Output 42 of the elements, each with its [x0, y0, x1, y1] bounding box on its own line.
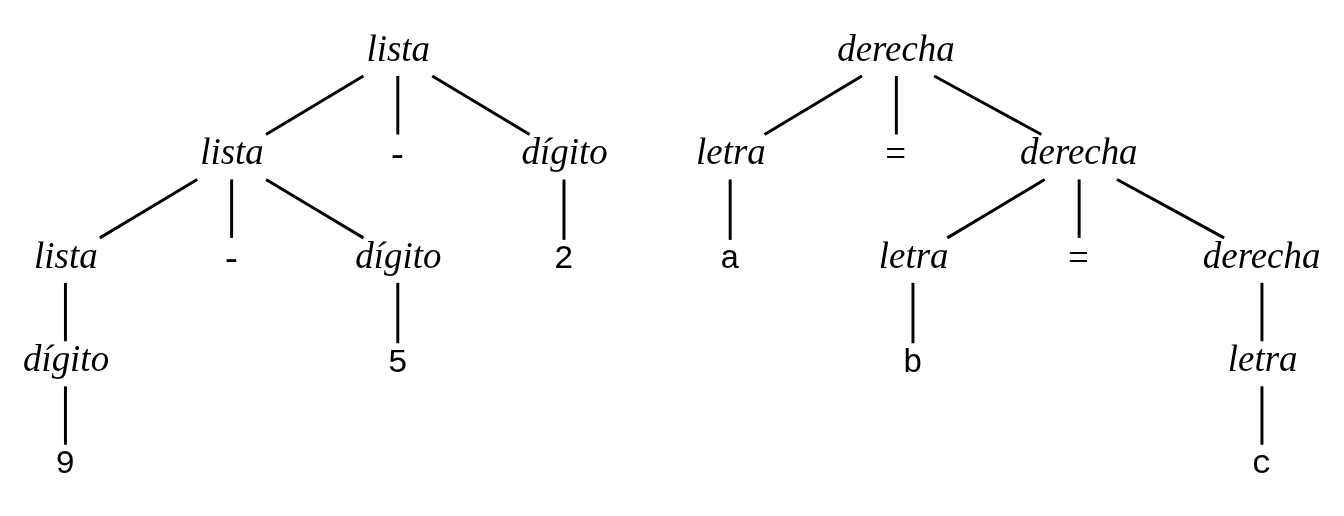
node-text: =	[1068, 236, 1089, 278]
node-text: 5	[387, 343, 408, 382]
connector	[396, 75, 400, 134]
node-text: dígito	[355, 234, 442, 276]
node-text: b	[902, 343, 923, 382]
connector	[1260, 282, 1264, 341]
node-text: lista	[34, 234, 98, 276]
node-text: derecha	[1202, 234, 1321, 276]
connector	[230, 178, 234, 238]
connector	[63, 282, 67, 341]
node-text: -	[391, 132, 404, 174]
connector	[728, 178, 732, 240]
node-text: letra	[1227, 337, 1298, 379]
connector	[396, 282, 400, 343]
node-text: c	[1251, 444, 1272, 483]
node-text: lista	[200, 130, 264, 172]
node-text: a	[720, 239, 740, 278]
node-text: dígito	[521, 130, 608, 172]
connector	[1077, 178, 1081, 238]
node-text: letra	[696, 130, 766, 172]
connector	[911, 282, 915, 343]
node-text: =	[885, 132, 907, 174]
connector	[894, 75, 898, 134]
node-text: -	[225, 236, 238, 278]
node-text: derecha	[837, 27, 955, 69]
node-text: derecha	[1020, 130, 1138, 172]
node-text: letra	[878, 234, 949, 276]
connector	[63, 385, 67, 445]
connector	[1260, 385, 1264, 445]
node-text: 9	[55, 444, 76, 483]
connector	[763, 74, 863, 136]
connector	[265, 74, 365, 136]
connector	[99, 177, 198, 239]
connector	[1116, 177, 1225, 239]
connector	[933, 74, 1042, 136]
connector	[431, 74, 531, 136]
connector	[562, 178, 566, 240]
connector	[946, 177, 1046, 239]
node-text: 2	[553, 239, 574, 278]
node-text: dígito	[22, 337, 110, 379]
connector	[265, 177, 365, 239]
node-text: lista	[366, 27, 430, 69]
